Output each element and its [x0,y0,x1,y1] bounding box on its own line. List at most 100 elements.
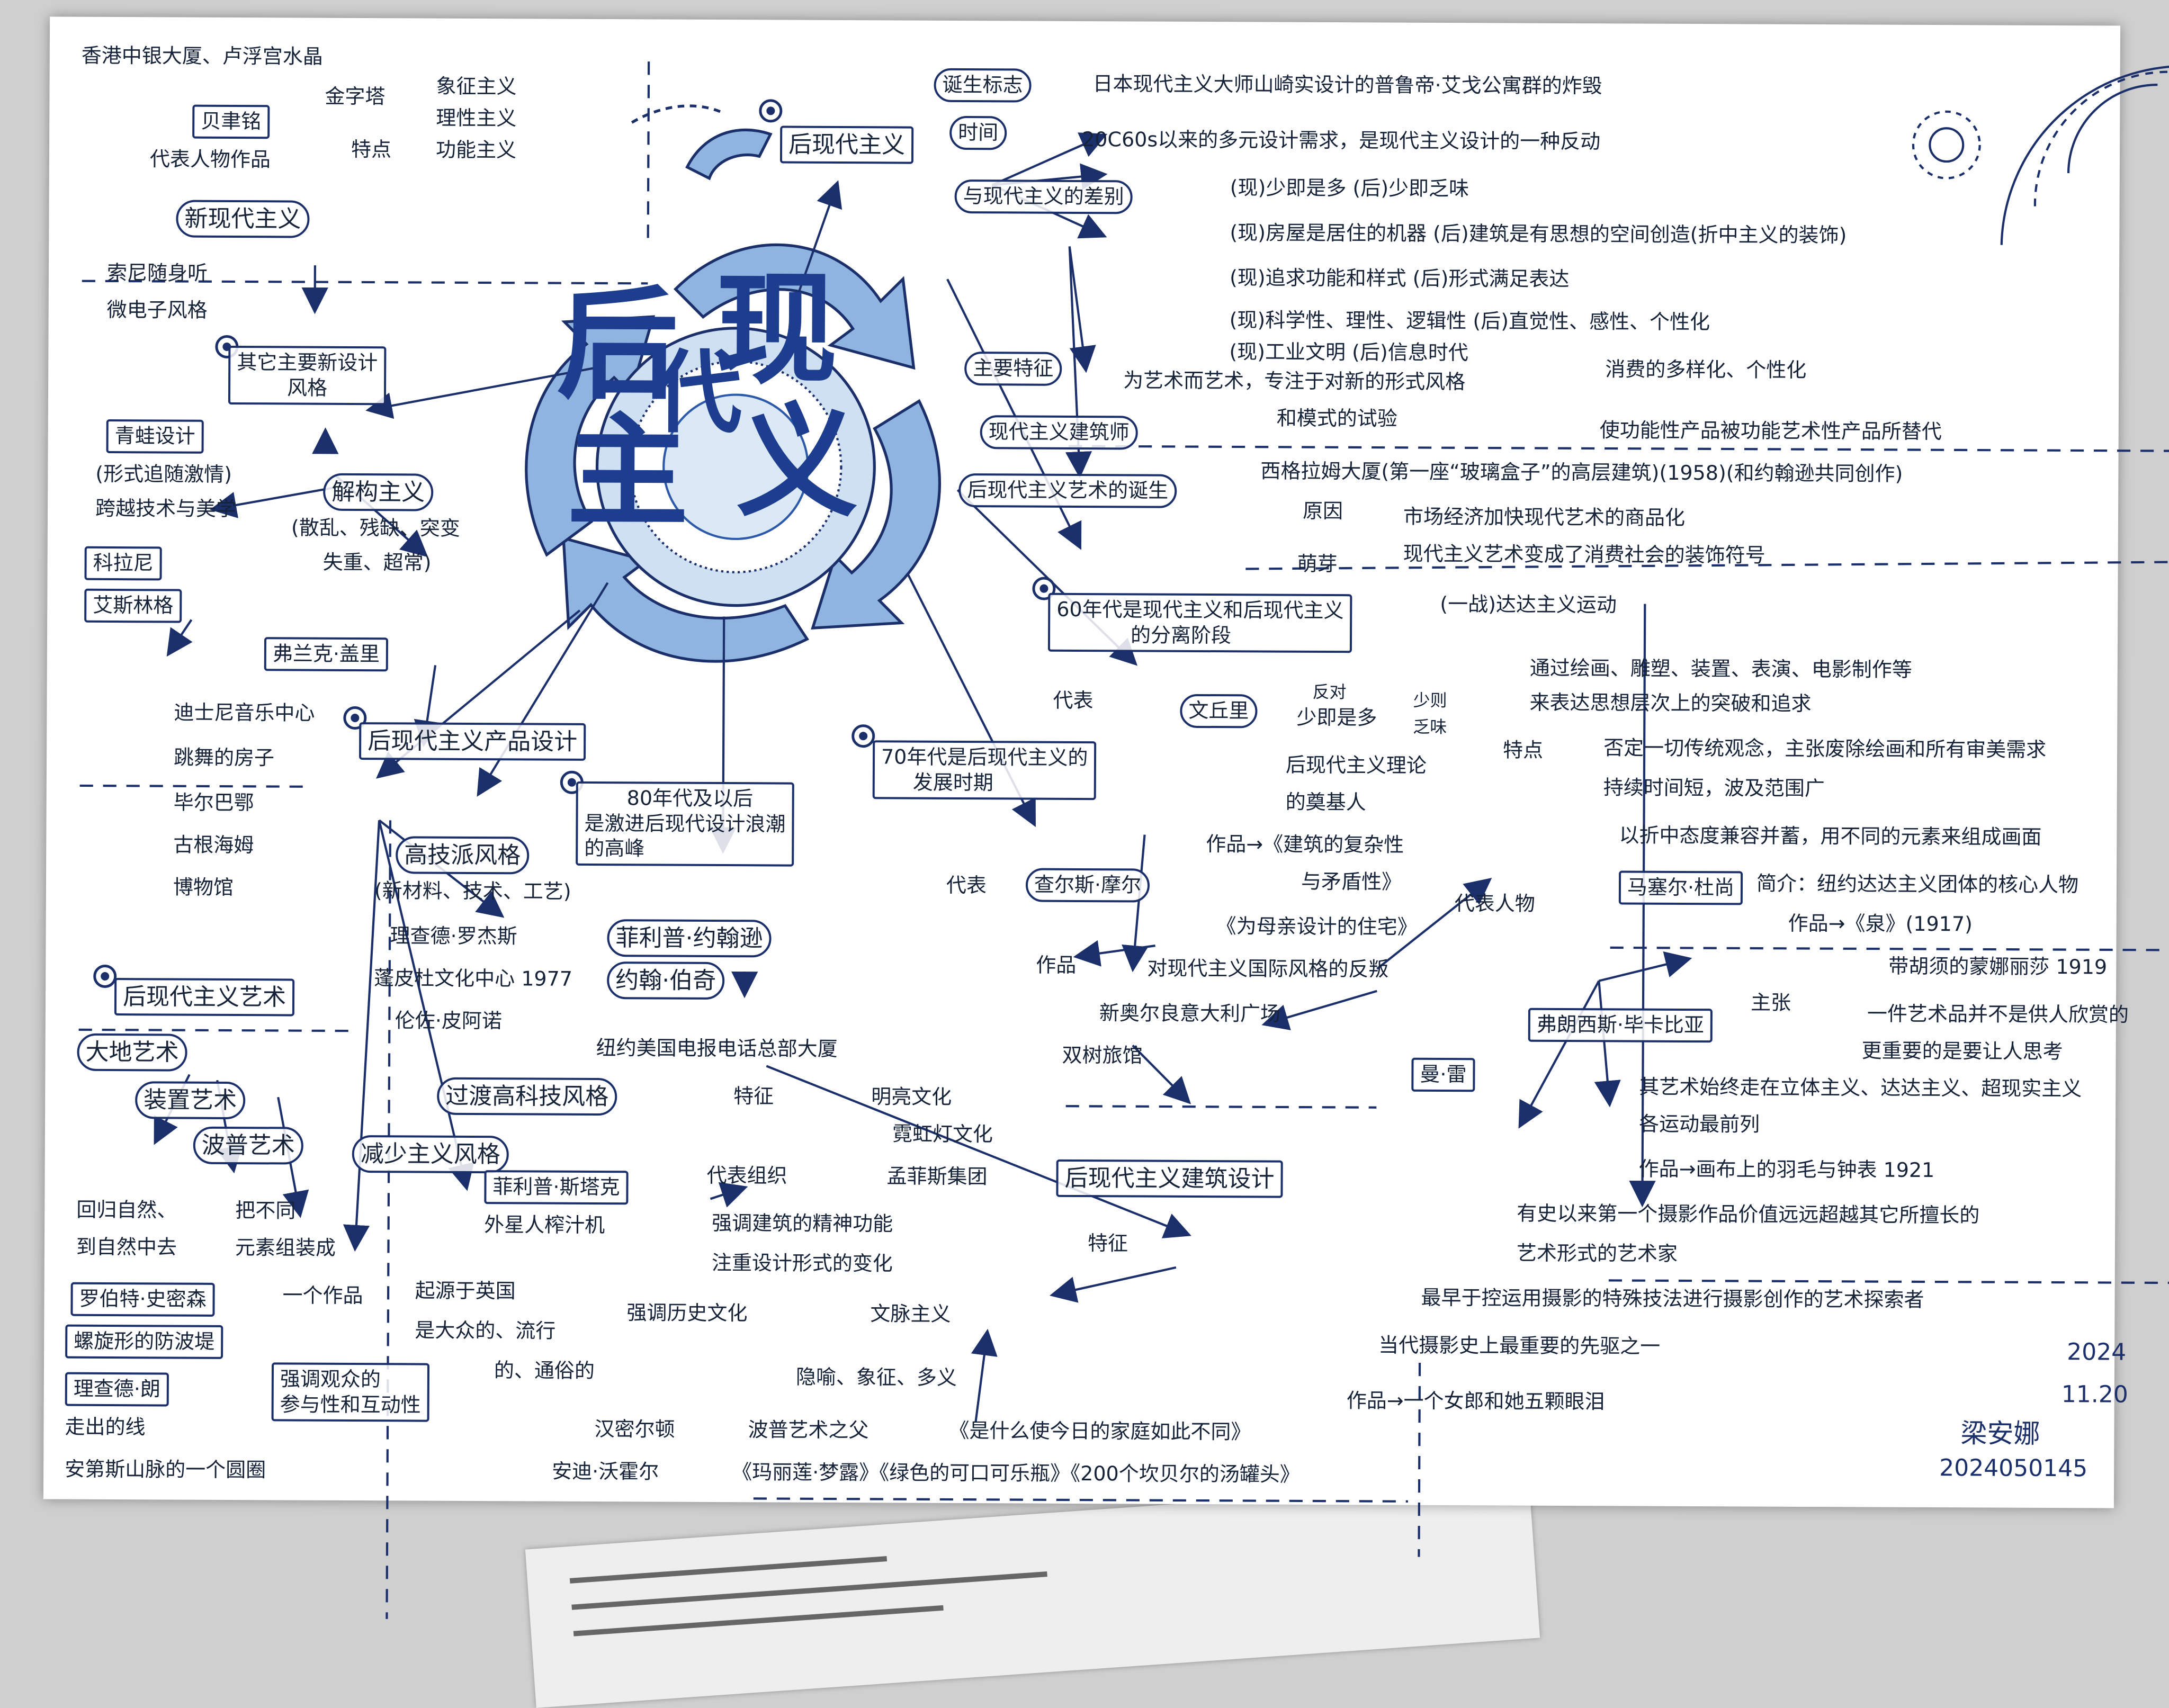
venturi-less-is-2: 乏味 [1413,716,1447,738]
transitional-neon-culture: 霓虹灯文化 [892,1122,993,1146]
70s-line-2: 发展时期 [912,770,993,794]
architecture-history: 强调历史文化 [626,1301,748,1325]
student-id: 2024050145 [1939,1454,2088,1482]
node-duchamp: 马塞尔·杜尚 [1618,870,1743,905]
man-ray-desc-4: 当代摄影史上最重要的先驱之一 [1378,1333,1661,1358]
man-ray-desc-2: 艺术形式的艺术家 [1516,1241,1678,1265]
att-building: 纽约美国电报电话总部大厦 [596,1036,838,1060]
high-tech-piano: 伦佐·皮阿诺 [395,1009,503,1033]
land-art-nature-1: 回归自然、 [76,1198,177,1222]
node-60s-separation: 60年代是现代主义和后现代主义 的分离阶段 [1047,592,1352,653]
main-features-2: 和模式的试验 [1276,406,1397,430]
moore-twin-trees: 双树旅馆 [1062,1043,1143,1067]
architecture-spirit: 强调建筑的精神功能 [712,1211,893,1236]
node-70s-development: 70年代是后现代主义的 发展时期 [872,740,1097,801]
dada-representatives: 代表人物 [1454,892,1535,915]
pop-origin-2: 是大众的、流行 [415,1318,556,1343]
venturi-less-is-1: 少则 [1413,690,1447,711]
picabia-work: 作品→画布上的羽毛与钟表 1921 [1638,1157,1935,1182]
node-frog-design: 青蛙设计 [106,419,204,454]
node-esslinger: 艾斯林格 [84,588,182,623]
left-sony-2: 微电子风格 [106,298,208,322]
left-features: 特点 [351,137,392,161]
venturi-rebellion: 对现代主义国际风格的反叛 [1147,956,1389,981]
80s-line-2: 是激进后现代设计浪潮 [584,811,786,836]
land-art-nature-2: 到自然中去 [76,1235,177,1259]
node-marker-70s [852,724,875,748]
node-postmodernism: 后现代主义 [779,125,914,164]
other-styles-line2: 风格 [286,375,328,400]
installation-desc-3: 一个作品 [282,1283,363,1308]
date-year: 2024 [2067,1338,2127,1366]
node-charles-moore: 查尔斯·摩尔 [1025,868,1150,903]
70s-representative: 代表 [946,873,987,897]
difference-3: (现)追求功能和样式 (后)形式满足表达 [1229,266,1570,291]
venturi-work-2: 与矛盾性》 [1301,869,1402,894]
60s-line-1: 60年代是现代主义和后现代主义 [1056,597,1344,623]
left-buildings: 香港中银大厦、卢浮宫水晶 [81,43,323,68]
gehry-guggenheim: 古根海姆 [173,833,254,857]
node-difference: 与现代主义的差别 [954,179,1133,214]
other-styles-line1: 其它主要新设计 [237,350,378,375]
node-marker-postmodernism [759,99,783,123]
transitional-bright-culture: 明亮文化 [871,1085,952,1109]
duchamp-bio: 简介：纽约达达主义团体的核心人物 [1756,871,2079,897]
venturi-oppose: 反对 [1312,681,1347,703]
node-postmodern-architecture: 后现代主义建筑设计 [1056,1159,1283,1198]
deconstructivism-traits-2: 失重、超常) [322,550,432,574]
art-birth-sprout-label: 萌芽 [1297,552,1338,576]
title-char-zhu: 主 [566,400,689,544]
difference-5: (现)工业文明 (后)信息时代 [1229,340,1468,365]
node-installation-art: 装置艺术 [135,1081,246,1120]
venturi-less-is-more: 少即是多 [1296,705,1377,730]
node-venturi: 文丘里 [1180,694,1258,728]
seagram-building: 西格拉姆大厦(第一座“玻璃盒子”的高层建筑)(1958)(和约翰逊共同创作) [1260,459,1903,486]
node-postmodern-product-design: 后现代主义产品设计 [359,722,586,761]
installation-desc-1: 把不同 [235,1199,296,1222]
art-birth-cause: 市场经济加快现代艺术的商品化 [1403,505,1686,529]
node-80s-peak: 80年代及以后 是激进后现代设计浪潮 的高峰 [576,781,794,867]
duchamp-claim-1: 一件艺术品并不是供人欣赏的 [1867,1002,2129,1027]
moore-works-label: 作品 [1036,953,1077,977]
moore-piazza: 新奥尔良意大利广场 [1099,1001,1281,1026]
mind-map-paper: 后 现 代 主 义 香港中银大厦、卢浮宫水晶 金字塔 贝聿铭 代表人物作品 特点… [43,16,2169,1619]
node-modernist-architect: 现代主义建筑师 [980,415,1138,450]
pop-hamilton-work: 《是什么使今日的家庭如此不同》 [949,1418,1251,1444]
long-walked-line: 走出的线 [65,1415,146,1439]
dada-movement: (一战)达达主义运动 [1440,592,1617,617]
title-char-yi: 义 [736,390,859,534]
node-main-features: 主要特征 [964,352,1062,386]
pop-interaction-1: 强调观众的 [280,1367,381,1391]
main-features-replace: 使功能性产品被功能艺术性产品所替代 [1599,418,1942,444]
80s-line-3: 的高峰 [584,836,645,860]
pop-warhol-works: 《玛丽莲·梦露》《绿色的可口可乐瓶》《200个坎贝尔的汤罐头》 [732,1460,1300,1486]
long-andes-circle: 安第斯山脉的一个圆圈 [65,1457,266,1482]
pop-father: 波普艺术之父 [748,1418,869,1442]
dada-trait-1: 否定一切传统观念，主张废除绘画和所有审美需求 [1603,736,2047,761]
installation-desc-2: 元素组装成 [235,1236,336,1260]
dashed-dividers [78,61,2169,1619]
deconstructivism-traits-1: (散乱、残缺、突变 [291,516,460,540]
central-swirl [525,104,942,663]
node-neo-modernism: 新现代主义 [176,200,310,238]
venturi-mothers-house: 《为母亲设计的住宅》 [1216,914,1418,939]
duchamp-mona-lisa: 带胡须的蒙娜丽莎 1919 [1888,954,2108,979]
duchamp-claim-2: 更重要的是要让人思考 [1861,1039,2063,1064]
left-symbolism: 象征主义 [436,74,517,98]
node-pop-art: 波普艺术 [193,1126,303,1165]
pop-origin-3: 的、通俗的 [494,1359,595,1382]
picabia-desc-1: 其艺术始终走在立体主义、达达主义、超现实主义 [1639,1075,2082,1101]
node-land-art: 大地艺术 [77,1033,187,1072]
duchamp-work: 作品→《泉》(1917) [1788,911,1973,936]
duchamp-claim-label: 主张 [1750,991,1791,1014]
difference-4: (现)科学性、理性、逻辑性 (后)直觉性、感性、个性化 [1229,308,1710,334]
dada-means-1: 通过绘画、雕塑、装置、表演、电影制作等 [1529,656,1912,681]
dada-trait-2: 持续时间短，波及范围广 [1603,776,1825,801]
70s-line-1: 70年代是后现代主义的 [881,745,1088,770]
man-ray-desc-1: 有史以来第一个摄影作品价值远远超越其它所擅长的 [1517,1201,1980,1227]
main-features-1: 为艺术而艺术，专注于对新的形式风格 [1123,368,1466,394]
frog-design-tech: 跨越技术与美学 [95,496,237,521]
author-name: 梁安娜 [1960,1418,2040,1449]
gehry-bilbao: 毕尔巴鄂 [173,790,254,815]
node-man-ray: 曼·雷 [1411,1057,1475,1092]
